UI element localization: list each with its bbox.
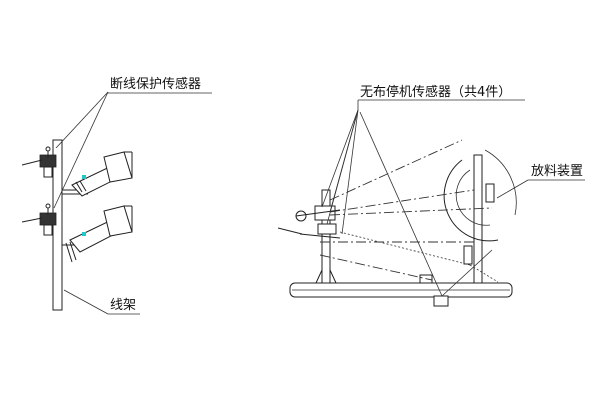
unwinding-machine: [277, 99, 585, 307]
unwind-device-leader: [496, 179, 529, 199]
no-cloth-sensor-label: 无布停机传感器（共4件）: [360, 84, 511, 100]
lower-break-sensor: [21, 203, 133, 263]
wire-frame-label: 线架: [110, 298, 136, 313]
upper-indicator: [82, 175, 86, 179]
lower-indicator: [82, 232, 86, 236]
break-sensor-leader-2: [53, 91, 109, 209]
right-column: [473, 154, 483, 284]
break-sensor-label: 断线保护传感器: [110, 76, 201, 92]
upper-break-sensor: [21, 146, 133, 197]
wire-frame-leader: [63, 289, 109, 315]
wire-frame-assembly: [21, 91, 212, 315]
no-cloth-leader-1: [321, 109, 359, 208]
unwind-device-label: 放料装置: [531, 164, 583, 179]
no-cloth-leader-3: [326, 109, 359, 225]
no-cloth-leader-4: [341, 109, 359, 235]
break-sensor-leader-1: [55, 91, 109, 149]
